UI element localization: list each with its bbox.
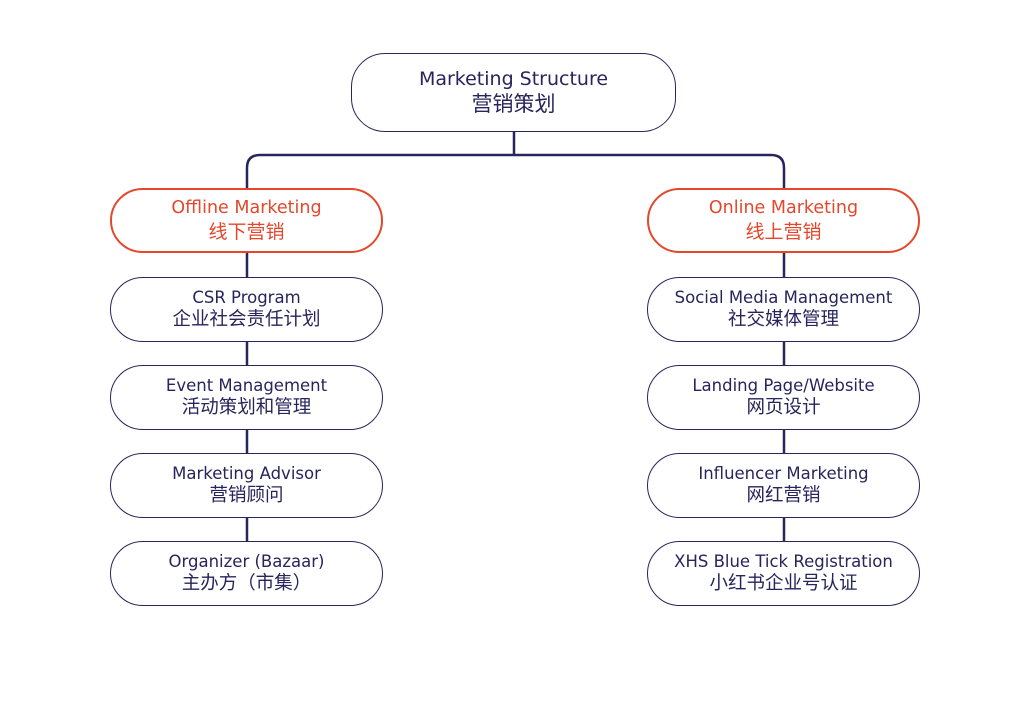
item-label-zh: 活动策划和管理 — [181, 397, 312, 419]
online-item-landing-page-website: Landing Page/Website 网页设计 — [647, 365, 920, 430]
item-label-zh: 营销顾问 — [209, 485, 284, 507]
category-node-online: Online Marketing 线上营销 — [647, 188, 920, 253]
root-title-zh: 营销策划 — [471, 92, 556, 117]
item-label-zh: 企业社会责任计划 — [172, 309, 321, 331]
online-item-social-media-management: Social Media Management 社交媒体管理 — [647, 277, 920, 342]
offline-title-zh: 线下营销 — [208, 220, 285, 243]
online-item-influencer-marketing: Influencer Marketing 网红营销 — [647, 453, 920, 518]
offline-item-csr-program: CSR Program 企业社会责任计划 — [110, 277, 383, 342]
item-label-zh: 小红书企业号认证 — [709, 573, 858, 595]
item-label-zh: 网红营销 — [746, 485, 821, 507]
item-label-en: Influencer Marketing — [698, 463, 869, 483]
online-title-en: Online Marketing — [708, 197, 859, 218]
offline-item-organizer-bazaar: Organizer (Bazaar) 主办方（市集） — [110, 541, 383, 606]
item-label-en: CSR Program — [192, 287, 301, 307]
item-label-zh: 主办方（市集） — [181, 573, 312, 595]
offline-item-event-management: Event Management 活动策划和管理 — [110, 365, 383, 430]
root-title-en: Marketing Structure — [418, 67, 609, 90]
item-label-en: Marketing Advisor — [172, 463, 321, 483]
item-label-en: Landing Page/Website — [692, 375, 875, 395]
item-label-zh: 社交媒体管理 — [727, 309, 839, 331]
root-node-marketing-structure: Marketing Structure 营销策划 — [351, 53, 676, 132]
root-branch-connector — [245, 153, 786, 188]
online-title-zh: 线上营销 — [745, 220, 822, 243]
offline-item-marketing-advisor: Marketing Advisor 营销顾问 — [110, 453, 383, 518]
item-label-en: Organizer (Bazaar) — [168, 551, 325, 571]
item-label-zh: 网页设计 — [746, 397, 821, 419]
item-label-en: XHS Blue Tick Registration — [674, 551, 893, 571]
item-label-en: Social Media Management — [674, 287, 893, 307]
online-item-xhs-blue-tick-registration: XHS Blue Tick Registration 小红书企业号认证 — [647, 541, 920, 606]
item-label-en: Event Management — [165, 375, 328, 395]
category-node-offline: Offline Marketing 线下营销 — [110, 188, 383, 253]
offline-title-en: Offline Marketing — [171, 197, 322, 218]
